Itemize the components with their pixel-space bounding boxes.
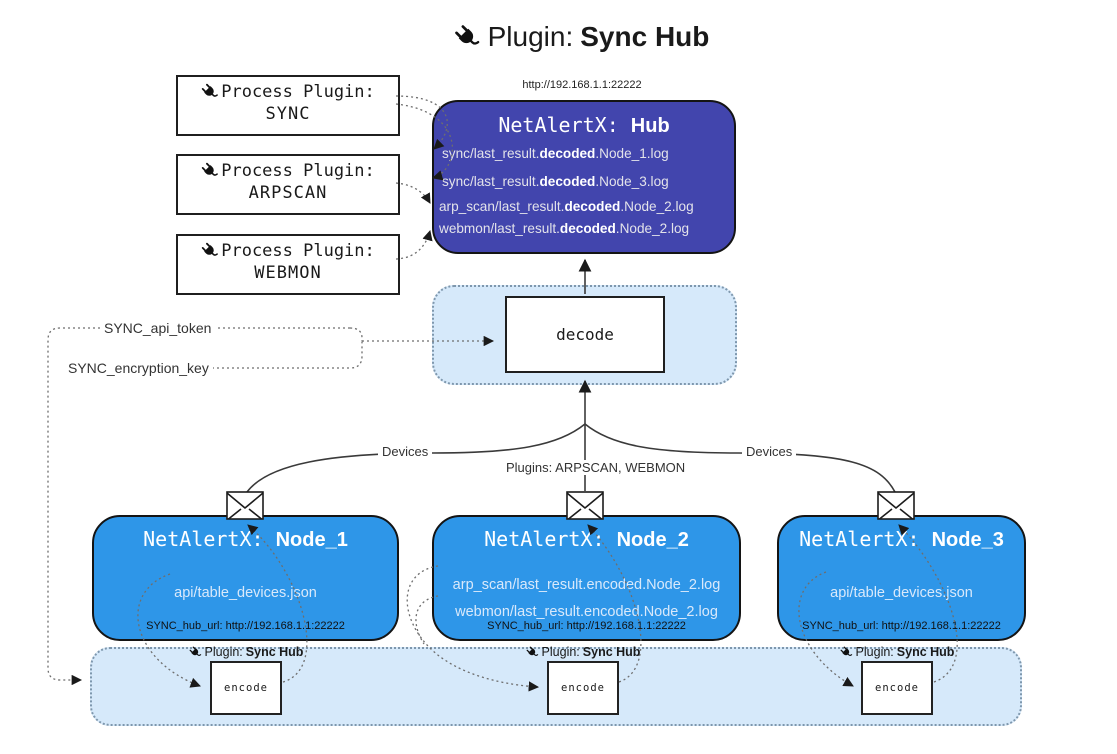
node-hub-url: SYNC_hub_url: http://192.168.1.1:22222: [802, 620, 1001, 632]
process-plugin-name: WEBMON: [254, 263, 322, 283]
devices-edge-right: [584, 423, 896, 493]
plug-icon: [839, 645, 853, 659]
node-file: api/table_devices.json: [830, 585, 973, 601]
node-title: NetAlertX: Node_3: [799, 527, 1004, 551]
decode-box: decode: [505, 296, 665, 373]
hub-app: NetAlertX:: [498, 113, 631, 137]
encoder-plugin-label: Plugin: Sync Hub: [498, 645, 668, 659]
process-plugin-label: Process Plugin:: [221, 82, 375, 102]
process-plugin-box-webmon: Process Plugin: WEBMON: [176, 234, 400, 295]
plug-icon: [201, 242, 220, 260]
plug-icon: [201, 83, 220, 101]
plugins-edge-label: Plugins: ARPSCAN, WEBMON: [502, 460, 690, 475]
hub-file-line: sync/last_result.decoded.Node_3.log: [442, 174, 669, 189]
process-plugin-label: Process Plugin:: [221, 161, 375, 181]
encode-box: encode: [210, 661, 282, 715]
process-plugin-box-sync: Process Plugin: SYNC: [176, 75, 400, 136]
devices-edge-label: Devices: [378, 444, 433, 459]
sync-encryption-key-label: SYNC_encryption_key: [64, 360, 213, 376]
arpscan-to-hub-link: [395, 182, 431, 204]
node-file: webmon/last_result.encoded.Node_2.log: [455, 604, 718, 620]
encoder-plugin-label: Plugin: Sync Hub: [161, 645, 331, 659]
node-hub-url: SYNC_hub_url: http://192.168.1.1:22222: [146, 620, 345, 632]
hub-name: Hub: [630, 115, 670, 137]
plug-icon: [525, 645, 539, 659]
keys-bracket: [349, 327, 363, 341]
node-hub-url: SYNC_hub_url: http://192.168.1.1:22222: [487, 620, 686, 632]
hub-box: NetAlertX: Hub sync/last_result.decoded.…: [432, 100, 736, 254]
process-plugin-name: SYNC: [265, 104, 311, 124]
hub-file-line: sync/last_result.decoded.Node_1.log: [442, 146, 669, 161]
encoder-plugin-label: Plugin: Sync Hub: [812, 645, 982, 659]
page-title: Plugin: Sync Hub: [0, 14, 1117, 60]
webmon-to-hub-link: [395, 229, 433, 260]
sync-api-token-label: SYNC_api_token: [100, 320, 216, 336]
encode-box: encode: [547, 661, 619, 715]
plug-icon: [453, 23, 481, 51]
hub-file-line: webmon/last_result.decoded.Node_2.log: [439, 221, 690, 236]
node-1-box: NetAlertX: Node_1 api/table_devices.json…: [92, 515, 399, 641]
hub-url: http://192.168.1.1:22222: [522, 79, 642, 91]
node-file: api/table_devices.json: [174, 585, 317, 601]
node-3-box: NetAlertX: Node_3 api/table_devices.json…: [777, 515, 1026, 641]
plug-icon: [188, 645, 202, 659]
process-plugin-label: Process Plugin:: [221, 241, 375, 261]
title-prefix: Plugin:: [487, 21, 574, 52]
node-2-box: NetAlertX: Node_2 arp_scan/last_result.e…: [432, 515, 741, 641]
devices-edge-label: Devices: [742, 444, 797, 459]
hub-file-line: arp_scan/last_result.decoded.Node_2.log: [439, 199, 694, 214]
hub-title: NetAlertX: Hub: [434, 113, 734, 138]
node-title: NetAlertX: Node_2: [484, 527, 689, 551]
process-plugin-name: ARPSCAN: [248, 183, 328, 203]
node-file: arp_scan/last_result.encoded.Node_2.log: [452, 577, 721, 593]
title-name: Sync Hub: [580, 21, 710, 52]
plug-icon: [201, 162, 220, 180]
node-title: NetAlertX: Node_1: [143, 527, 348, 551]
encode-box: encode: [861, 661, 933, 715]
process-plugin-box-arpscan: Process Plugin: ARPSCAN: [176, 154, 400, 215]
